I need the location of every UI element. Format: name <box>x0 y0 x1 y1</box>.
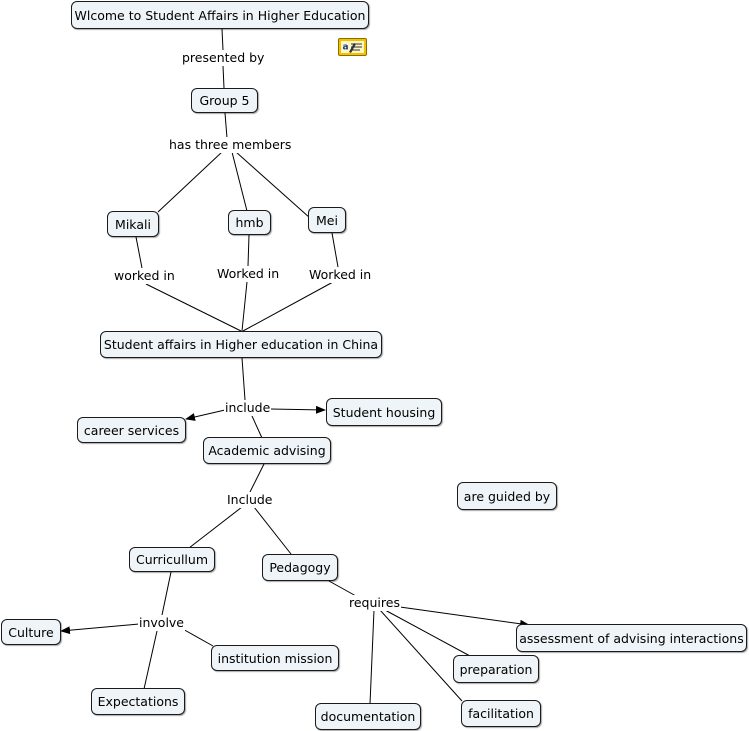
node-facilitation[interactable]: facilitation <box>461 700 541 727</box>
node-mikali[interactable]: Mikali <box>107 211 159 237</box>
link-pedagogy-requires <box>328 580 357 597</box>
link-requires-documentation <box>369 609 375 705</box>
link-advising-include2 <box>249 463 265 493</box>
link-requires-assessment <box>399 606 530 628</box>
link-welcome-presented <box>221 28 224 51</box>
link-involve-culture <box>60 623 140 635</box>
node-pedagogy[interactable]: Pedagogy <box>262 554 338 581</box>
link-worked-china-2 <box>241 281 248 332</box>
link-members-mikali <box>157 151 223 213</box>
link-members-hmb <box>231 151 248 212</box>
link-china-include <box>241 357 246 401</box>
link-label-mikali-worked-in: worked in <box>113 268 176 284</box>
link-involve-mission <box>180 627 214 647</box>
link-requires-preparation <box>384 609 471 657</box>
link-include-advising <box>251 415 263 439</box>
node-student-housing[interactable]: Student housing <box>326 398 442 426</box>
svg-text:a: a <box>343 43 349 53</box>
node-documentation[interactable]: documentation <box>315 703 421 730</box>
link-worked-china-3 <box>242 281 334 332</box>
link-members-mei <box>235 151 311 219</box>
link-label-include2: Include <box>226 492 274 508</box>
link-worked-china-1 <box>145 283 242 332</box>
node-welcome[interactable]: Wlcome to Student Affairs in Higher Educ… <box>71 1 369 29</box>
link-label-requires: requires <box>348 595 401 611</box>
link-include2-curriculum <box>188 506 243 549</box>
node-preparation[interactable]: preparation <box>453 655 539 683</box>
annotation-note-icon[interactable]: a <box>338 38 367 56</box>
node-career-services[interactable]: career services <box>77 417 186 443</box>
link-presented-group5 <box>222 65 225 89</box>
link-curriculum-involve <box>161 571 172 616</box>
link-label-involve: involve <box>138 615 186 631</box>
node-hmb[interactable]: hmb <box>228 210 271 235</box>
node-expectations[interactable]: Expectations <box>91 688 185 715</box>
node-mei[interactable]: Mei <box>308 207 346 233</box>
link-label-mei-worked-in: Worked in <box>308 267 373 283</box>
node-curricullum[interactable]: Curricullum <box>129 547 215 572</box>
link-label-presented-by: presented by <box>181 50 266 66</box>
link-mikali-worked <box>135 236 143 269</box>
node-culture[interactable]: Culture <box>1 619 61 645</box>
link-mei-worked <box>331 232 339 268</box>
link-include-housing <box>269 405 326 414</box>
link-label-has-three-members: has three members <box>168 137 293 153</box>
link-label-include: include <box>224 400 272 416</box>
link-include-career <box>185 409 226 421</box>
link-hmb-worked <box>247 234 250 267</box>
node-china[interactable]: Student affairs in Higher education in C… <box>100 331 382 358</box>
link-requires-facilitation <box>379 609 463 702</box>
link-label-hmb-worked-in: Worked in <box>216 266 281 282</box>
node-group5[interactable]: Group 5 <box>191 88 258 113</box>
link-include2-pedagogy <box>253 506 292 555</box>
link-involve-expectations <box>143 630 158 690</box>
node-assessment[interactable]: assessment of advising interactions <box>516 624 747 652</box>
node-institution-mission[interactable]: institution mission <box>211 645 339 671</box>
link-group5-members <box>224 112 228 139</box>
node-academic-advising[interactable]: Academic advising <box>203 437 331 464</box>
node-are-guided-by[interactable]: are guided by <box>457 482 557 510</box>
